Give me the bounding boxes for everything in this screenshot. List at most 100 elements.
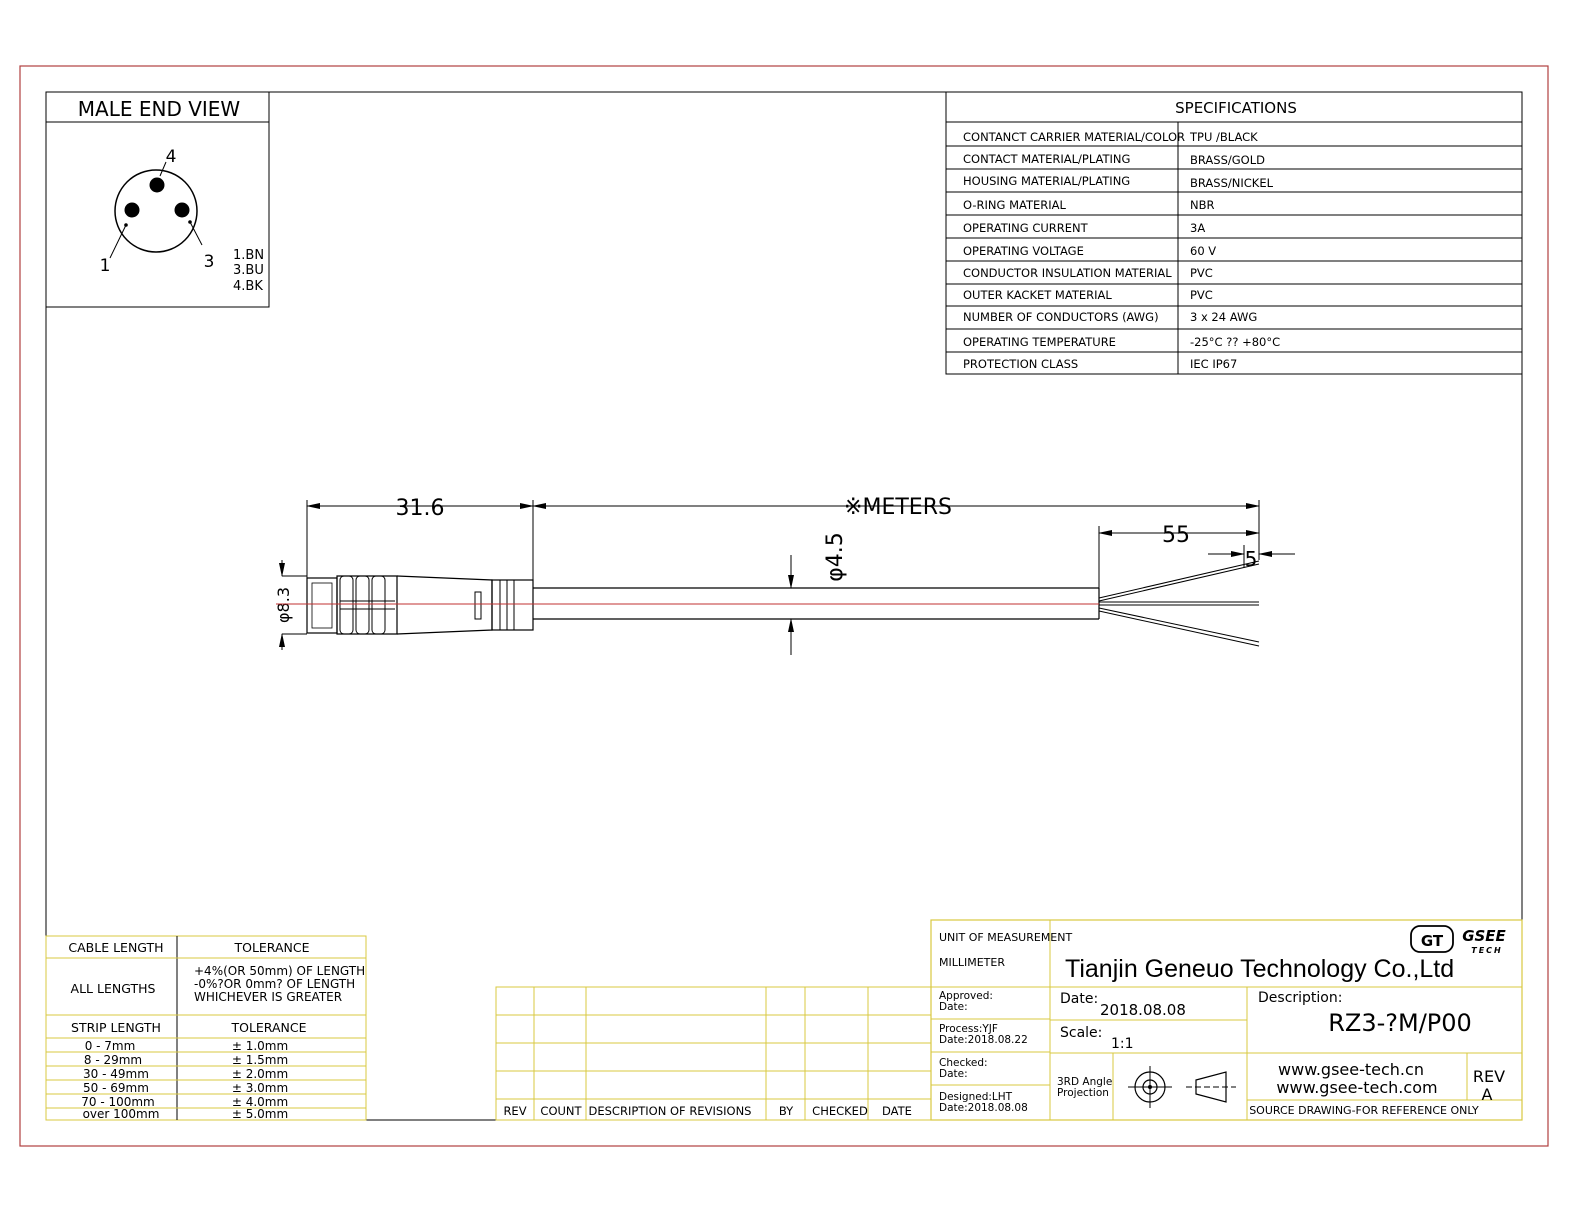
pin-4 [149,177,165,193]
strip-range: 70 - 100mm [81,1095,155,1109]
rev-header-count: COUNT [540,1104,582,1118]
pin-label-3: 3 [204,252,215,272]
checked-date-label: Date: [939,1068,968,1080]
logo-text: GSEE [1462,927,1506,945]
wire-color-bu: 3.BU [233,263,264,278]
pin-label-1: 1 [100,256,111,276]
rev-header-by: BY [779,1104,794,1118]
spec-value: TPU /BLACK [1189,130,1258,144]
dim-strip-length: 55 [1162,523,1190,548]
spec-label: OPERATING TEMPERATURE [963,335,1116,349]
dim-connector-length: 31.6 [396,496,445,521]
logo-mark: GT [1421,932,1444,950]
tol-all-lengths-line: -0%?OR 0mm? OF LENGTH [194,977,355,991]
spec-value: PVC [1190,266,1213,280]
rev-value: A [1482,1085,1493,1104]
sheet-border-outer [19,65,1549,1147]
spec-value: IEC IP67 [1190,357,1237,371]
revision-table: REV COUNT DESCRIPTION OF REVISIONS BY CH… [495,986,932,1121]
title-block: UNIT OF MEASUREMENT MILLIMETER Tianjin G… [930,919,1523,1121]
rev-header-date: DATE [882,1104,912,1118]
designed-date: Date:2018.08.08 [939,1102,1028,1114]
process-label: Process:YJF [939,1023,998,1035]
strip-tol: ± 1.0mm [232,1039,288,1053]
rev-header-rev: REV [503,1104,526,1118]
specifications-title: SPECIFICATIONS [1175,99,1297,117]
date-value: 2018.08.08 [1100,1001,1186,1019]
male-end-view-title: MALE END VIEW [78,97,241,121]
checked-label: Checked: [939,1057,988,1069]
strip-range: 0 - 7mm [85,1039,136,1053]
spec-value: 3A [1190,221,1205,235]
strip-tol: ± 3.0mm [232,1081,288,1095]
pin-3 [174,202,190,218]
strip-tol: ± 2.0mm [232,1067,288,1081]
rev-header-description: DESCRIPTION OF REVISIONS [589,1104,752,1118]
dim-cable-diameter: φ4.5 [823,532,848,582]
approved-label: Approved: [939,990,993,1002]
wire-color-bn: 1.BN [233,248,264,263]
projection-line-2: Projection [1057,1087,1109,1099]
scale-value: 1:1 [1111,1036,1134,1052]
strip-tol: ± 1.5mm [232,1053,288,1067]
process-date: Date:2018.08.22 [939,1034,1028,1046]
third-angle-projection-icon [1128,1066,1236,1108]
wire-color-bk: 4.BK [233,279,263,294]
male-end-view: MALE END VIEW 4 1 3 1.BN 3.BU 4.BK [45,91,270,308]
tol-header-strip-tolerance: TOLERANCE [230,1020,306,1035]
cable-side-view: 31.6 ※METERS 55 5 φ4.5 [274,495,1295,655]
tol-header-strip-length: STRIP LENGTH [71,1020,161,1035]
tolerance-table: CABLE LENGTH TOLERANCE ALL LENGTHS +4%(O… [45,935,367,1121]
unit-value: MILLIMETER [939,956,1005,969]
gsee-tech-logo: GT GSEE TECH [1410,925,1507,955]
company-name: Tianjin Geneuo Technology Co.,Ltd [1065,955,1454,983]
logo-sub: TECH [1471,946,1503,955]
scale-label: Scale: [1060,1025,1102,1041]
dim-cable-length: ※METERS [844,495,952,520]
tol-header-cable-length: CABLE LENGTH [68,940,163,955]
pin-label-4: 4 [166,147,177,167]
tol-all-lengths-line: WHICHEVER IS GREATER [194,990,342,1004]
spec-label: OPERATING VOLTAGE [963,244,1084,258]
spec-value: PVC [1190,288,1213,302]
spec-value: BRASS/GOLD [1190,153,1265,167]
spec-value: 60 V [1190,244,1216,258]
strip-tol: ± 4.0mm [232,1095,288,1109]
spec-value: NBR [1190,198,1214,212]
specifications-table: SPECIFICATIONS CONTANCT CARRIER MATERIAL… [945,91,1523,375]
spec-label: CONTANCT CARRIER MATERIAL/COLOR [963,130,1185,144]
rev-label: REV [1473,1067,1505,1086]
spec-label: CONDUCTOR INSULATION MATERIAL [963,266,1172,280]
approved-date-label: Date: [939,1001,968,1013]
spec-label: CONTACT MATERIAL/PLATING [963,152,1130,166]
spec-label: O-RING MATERIAL [963,198,1067,212]
spec-label: HOUSING MATERIAL/PLATING [963,174,1130,188]
spec-label: PROTECTION CLASS [963,357,1078,371]
tol-all-lengths-line: +4%(OR 50mm) OF LENGTH [194,964,365,978]
spec-label: OUTER KACKET MATERIAL [963,288,1112,302]
date-label: Date: [1060,991,1098,1007]
tol-header-tolerance: TOLERANCE [233,940,309,955]
rev-header-checked: CHECKED [812,1104,868,1118]
source-note: SOURCE DRAWING-FOR REFERENCE ONLY [1249,1104,1479,1117]
dim-connector-diameter: φ8.3 [274,587,293,623]
strip-range: 30 - 49mm [83,1067,149,1081]
unit-label: UNIT OF MEASUREMENT [939,931,1072,944]
dim-wire-strip: 5 [1245,547,1258,571]
spec-value: 3 x 24 AWG [1190,310,1257,324]
tol-all-lengths: ALL LENGTHS [71,981,156,996]
spec-label: NUMBER OF CONDUCTORS (AWG) [963,310,1159,324]
description-label: Description: [1258,990,1342,1006]
connector-face-circle [114,169,198,253]
strip-tol: ± 5.0mm [232,1107,288,1121]
website-link-com[interactable]: www.gsee-tech.com [1276,1078,1437,1097]
designed-label: Designed:LHT [939,1091,1013,1103]
website-link-cn[interactable]: www.gsee-tech.cn [1278,1060,1424,1079]
projection-line-1: 3RD Angle [1057,1076,1112,1088]
strip-range: 8 - 29mm [84,1053,142,1067]
strip-range: 50 - 69mm [83,1081,149,1095]
pin-1 [124,202,140,218]
description-value: RZ3-?M/P00 [1328,1009,1472,1037]
strip-range: over 100mm [83,1107,160,1121]
spec-value: -25°C ?? +80°C [1190,335,1280,349]
